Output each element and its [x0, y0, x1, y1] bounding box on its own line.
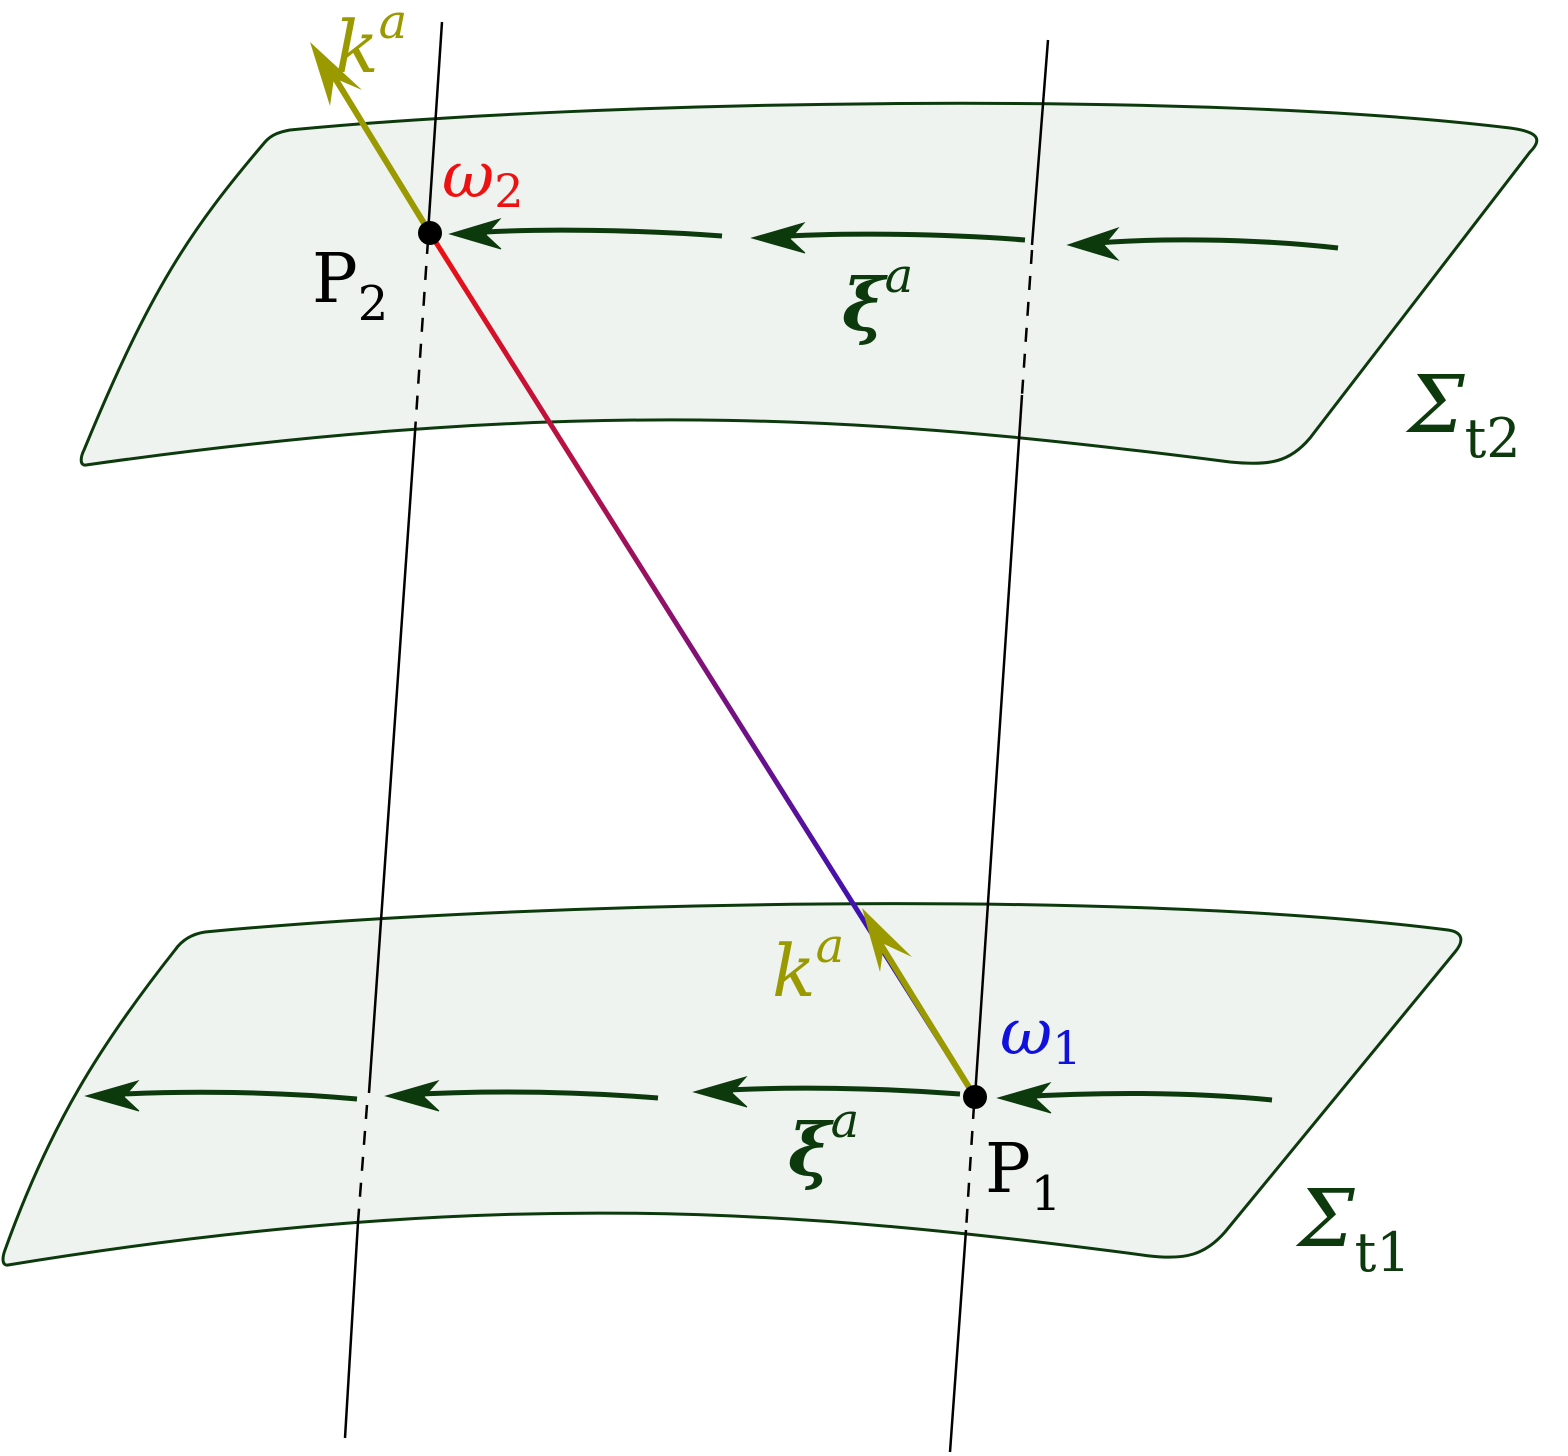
flow-line-lower-2 — [711, 1085, 961, 1097]
flow-arrowhead-icon — [84, 1080, 140, 1112]
left-worldline-lower — [343, 1221, 360, 1439]
left-worldline-hidden-lower — [356, 1104, 369, 1223]
left-worldline-upper — [426, 21, 444, 234]
k-vector-bottom-shaft — [875, 938, 978, 1099]
wave-vector-bottom — [862, 908, 978, 1099]
flow-arrowhead-icon — [692, 1076, 748, 1108]
wave-vector-top — [310, 42, 433, 235]
omega-1-label: ω1 — [1000, 996, 1081, 1075]
right-worldline-lower — [948, 1229, 968, 1453]
right-worldline-middle — [973, 394, 1024, 1098]
flow-line-lower-4 — [103, 1089, 358, 1102]
flow-arrowhead-icon — [448, 218, 502, 250]
left-worldline-hidden-upper — [413, 239, 430, 433]
right-worldline-hidden-lower — [964, 1104, 976, 1231]
k-vector-top-arrowhead-icon — [310, 42, 362, 106]
flow-line-lower-3 — [403, 1089, 659, 1101]
p2-label: P2 — [312, 240, 388, 332]
xi-label-bottom: ξa — [788, 1093, 859, 1192]
omega-2-label: ω2 — [442, 139, 523, 218]
p1-label: P1 — [985, 1130, 1061, 1222]
sigma-t1-label: Σt1 — [1295, 1172, 1411, 1284]
right-worldline-upper — [1030, 39, 1050, 246]
left-worldline-middle — [367, 431, 417, 1094]
flow-arrowhead-icon — [1066, 226, 1120, 262]
k-label-bottom: ka — [772, 918, 844, 1013]
k-label-top: ka — [335, 0, 407, 89]
xi-label-top: ξa — [842, 248, 913, 347]
k-vector-bottom-arrowhead-icon — [862, 908, 912, 972]
flow-line-upper-3 — [467, 227, 723, 239]
killing-flow-lower — [84, 1076, 1273, 1114]
point-p1 — [963, 1085, 987, 1109]
killing-flow-upper — [448, 218, 1339, 262]
flow-arrowhead-icon — [996, 1082, 1052, 1114]
flow-line-upper-1 — [1084, 237, 1339, 251]
sigma-t2-label: Σt2 — [1405, 358, 1521, 470]
k-vector-top-shaft — [327, 68, 433, 235]
hypersurface-t2 — [79, 101, 1539, 467]
flow-line-upper-2 — [769, 231, 1026, 243]
point-p2 — [418, 221, 442, 245]
flow-line-lower-1 — [1014, 1091, 1273, 1103]
flow-arrowhead-icon — [384, 1080, 440, 1112]
flow-arrowhead-icon — [750, 222, 806, 254]
